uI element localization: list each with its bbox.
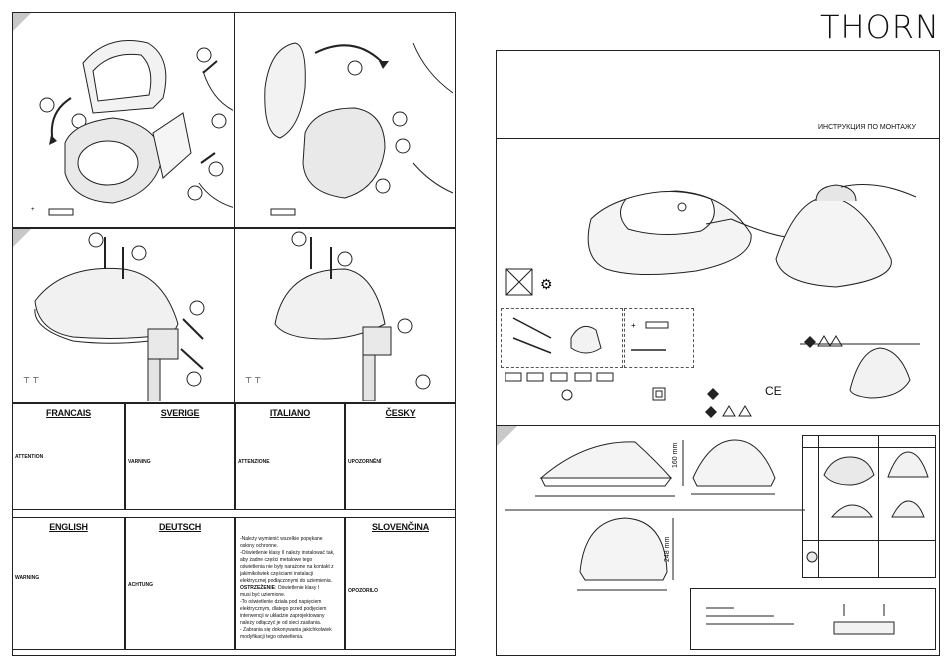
table-drawings xyxy=(806,451,929,563)
table-line xyxy=(802,447,936,448)
text-line: elektrycznym, dlatego przed podjęciem xyxy=(240,606,327,612)
polish-warning-text: -Należy wymienić wszelkie popękane osłon… xyxy=(240,536,344,641)
thorn-logo: THORN xyxy=(820,8,940,46)
divider xyxy=(496,138,940,139)
tools-box-2 xyxy=(624,308,694,368)
text-line: interwencji w układzie zaprojektowany xyxy=(240,613,325,619)
text-line: -Oświetlenie klasy II należy instalować … xyxy=(240,550,335,556)
text-line: aby żadne części metalowe tego xyxy=(240,557,313,563)
warning-label: WARNING xyxy=(15,575,40,581)
step-corner-1 xyxy=(13,13,31,31)
warning-line: OSTRZEŻENIE: Oświetlenie klasy I xyxy=(240,585,344,592)
luminaire-wrenches-illustration: ⊤ ⊤ xyxy=(23,232,205,401)
text-line: należy odłączyć je od sieci zasilania. xyxy=(240,620,322,626)
svg-text:⊤ ⊤: ⊤ ⊤ xyxy=(245,376,261,385)
svg-text:⊤ ⊤: ⊤ ⊤ xyxy=(23,376,39,385)
cover-title: ИНСТРУКЦИЯ ПО МОНТАЖУ xyxy=(818,124,916,131)
lang-title: ENGLISH xyxy=(49,522,88,532)
warning-label: VARNING xyxy=(128,459,151,465)
table-line xyxy=(802,540,936,541)
table-line xyxy=(878,435,879,578)
divider xyxy=(496,425,940,426)
cable-box xyxy=(690,588,936,650)
svg-text:+: + xyxy=(631,321,636,330)
dimension-drawings xyxy=(505,439,805,591)
lang-title: FRANCAIS xyxy=(46,408,91,418)
dim-height-large: 248 mm xyxy=(664,536,671,562)
tools-illustration: + xyxy=(512,317,669,354)
luminaire-wrenches-illustration-2: ⊤ ⊤ xyxy=(245,231,431,401)
lang-title: SVERIGE xyxy=(160,408,200,418)
detail-luminaire xyxy=(800,335,920,399)
warning-label: ATTENTION xyxy=(15,454,44,460)
lang-title: ČESKY xyxy=(385,408,416,418)
symbols-row xyxy=(505,372,752,418)
lang-panel-en: ENGLISH WARNING xyxy=(12,517,125,650)
lang-panel-cz: ČESKY UPOZORNĚNÍ xyxy=(345,403,456,510)
product-illustration: ⚙ xyxy=(505,184,917,296)
text-line: -To oświetlenie działa pod napięciem xyxy=(240,599,322,605)
tools-box xyxy=(501,308,623,368)
svg-text:+: + xyxy=(31,207,35,213)
step-panel-2 xyxy=(234,12,456,228)
lang-panel-se: SVERIGE VARNING xyxy=(125,403,235,510)
text-line: osłony ochronne. xyxy=(240,543,279,549)
lang-panel-de: DEUTSCH ACHTUNG xyxy=(125,517,235,650)
open-canopy-illustration: + xyxy=(31,40,233,216)
warning-label: ATTENZIONE xyxy=(238,459,270,465)
warning-head: OSTRZEŻENIE xyxy=(240,585,276,591)
text-line: jakimikolwiek częściami instalacji xyxy=(240,571,314,577)
svg-text:⚙: ⚙ xyxy=(540,276,553,292)
dim-height-small: 160 mm xyxy=(672,442,679,468)
warning-label: UPOZORNĚNÍ xyxy=(348,459,382,465)
text-line: modyfikacji tego oświetlenia. xyxy=(240,634,304,640)
step-corner-2 xyxy=(13,229,31,247)
step-panel-3: ⊤ ⊤ xyxy=(12,228,235,403)
lang-panel-it: ITALIANO ATTENZIONE xyxy=(235,403,345,510)
lang-title: SLOVENČINA xyxy=(371,522,429,532)
table-line xyxy=(818,435,819,578)
text-line: elektrycznej podłączonymi do uziemienia. xyxy=(240,578,332,584)
ce-mark: CE xyxy=(765,384,782,398)
cable-illustration xyxy=(706,604,895,635)
text-line: oświetlenia nie były narażone na kontakt… xyxy=(240,564,334,570)
warning-label: OPOZORILO xyxy=(348,588,378,594)
lang-panel-pl: -Należy wymienić wszelkie popękane osłon… xyxy=(235,517,345,650)
right-page xyxy=(496,50,940,656)
warning-label: ACHTUNG xyxy=(128,582,153,588)
lang-title: ITALIANO xyxy=(269,408,311,418)
lang-panel-fr: FRANCAIS ATTENTION xyxy=(12,403,125,510)
lang-panel-sk: SLOVENČINA OPOZORILO xyxy=(345,517,456,650)
lang-title: DEUTSCH xyxy=(158,522,202,532)
text-line: - Zabrania się dokonywania jakichkolwiek xyxy=(240,627,332,633)
open-canopy-illustration-2 xyxy=(264,42,454,216)
step-panel-1: + xyxy=(12,12,235,228)
step-corner-3 xyxy=(497,426,517,446)
text-line: musi być uziemione. xyxy=(240,592,286,598)
warning-tail: : Oświetlenie klasy I xyxy=(275,585,320,591)
step-panel-4: ⊤ ⊤ xyxy=(234,228,456,403)
text-line: -Należy wymienić wszelkie popękane xyxy=(240,536,323,542)
product-table xyxy=(802,435,936,578)
